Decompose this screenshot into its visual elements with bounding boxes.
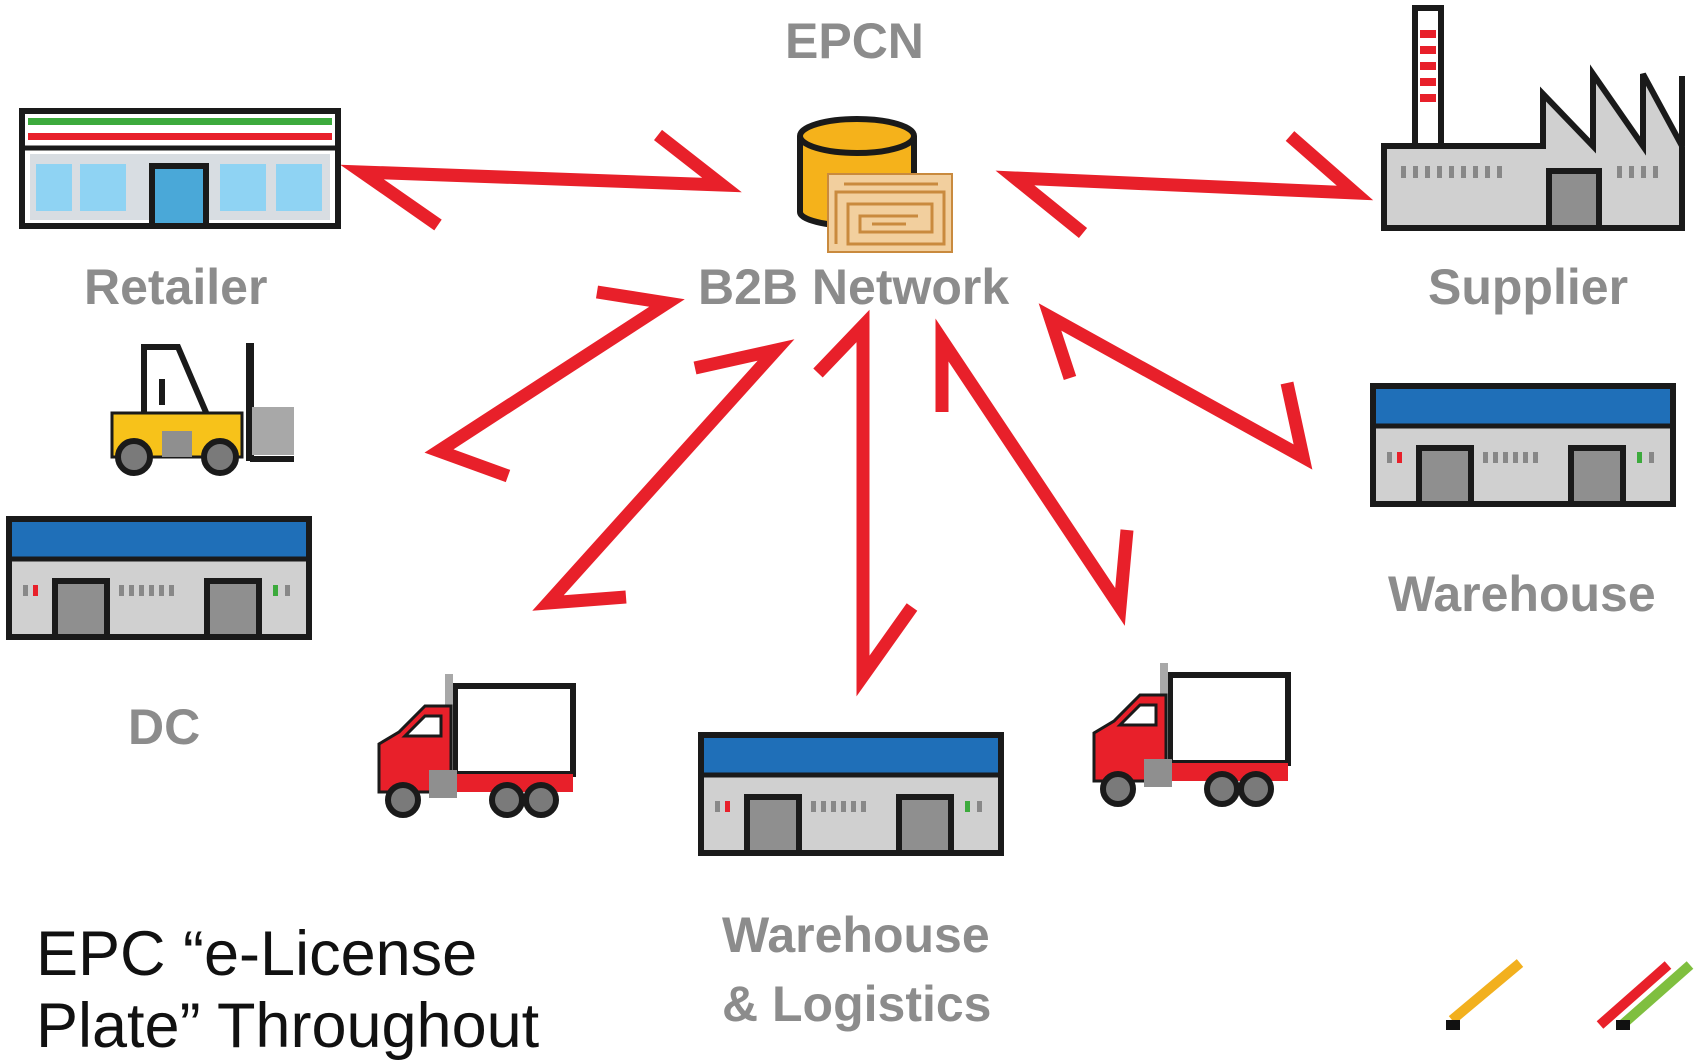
warehouse-logistics-label-line2: & Logistics [722,976,992,1032]
warehouse-icon-logistics [701,735,1001,853]
truck-icon-left [379,674,573,815]
hub-title-label: EPCN [785,13,924,69]
warehouse-icon-dc [9,519,309,637]
arrow-supplier [995,131,1374,239]
rfid-tag-icon [827,173,953,253]
arrow-truck-left [532,339,795,611]
warehouse-icon-right [1373,386,1673,504]
caption-line1: EPC “e-License [36,919,478,989]
arrow-retailer [340,129,742,231]
truck-icon-right [1094,663,1288,804]
logo-stripes-icon [1446,959,1694,1030]
arrow-truck-right [935,318,1134,626]
supplier-label: Supplier [1428,259,1629,315]
arrows [340,129,1374,697]
arrow-dc [424,285,685,483]
hub-label: B2B Network [698,259,1010,315]
forklift-icon [110,343,294,476]
warehouse-logistics-label-line1: Warehouse [722,907,990,963]
store-icon [19,108,341,229]
arrow-warehouse-right [1038,303,1313,470]
retailer-label: Retailer [84,259,268,315]
supply-chain-diagram [0,5,1694,1030]
arrow-warehouse-logistics [813,309,918,697]
warehouse-label: Warehouse [1388,566,1656,622]
dc-label: DC [128,699,201,755]
factory-icon [1381,5,1685,231]
caption-line2: Plate” Throughout [36,991,540,1061]
caption: EPC “e-License Plate” Throughout [36,918,539,1062]
